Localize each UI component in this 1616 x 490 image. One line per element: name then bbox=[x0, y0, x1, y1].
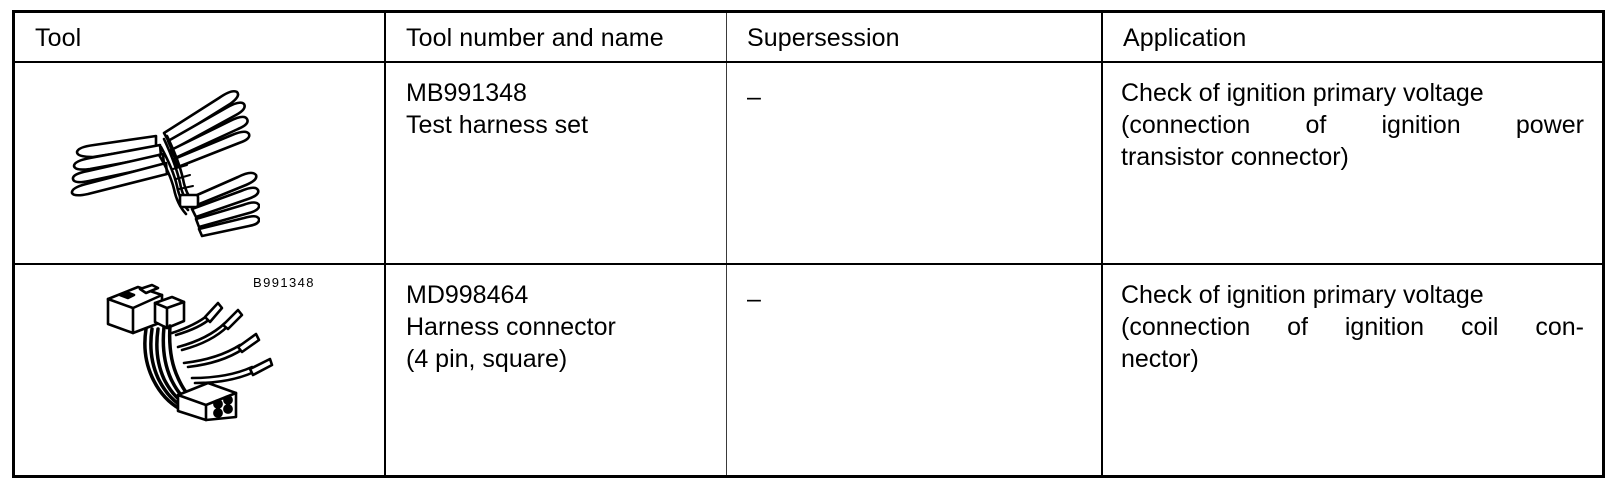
column-header-label: Tool bbox=[35, 24, 82, 52]
application-line: Check of ignition primary voltage bbox=[1121, 281, 1484, 309]
column-header-label: Tool number and name bbox=[406, 24, 664, 52]
tool-name: Harness connector bbox=[406, 313, 616, 341]
table-row: B991348 MB991348 Test harness set – Chec… bbox=[15, 63, 1602, 290]
table-header-row: Tool Tool number and name Supersession A… bbox=[15, 13, 1602, 63]
test-harness-set-illustration bbox=[70, 89, 260, 238]
application-line: transistor connector) bbox=[1121, 143, 1349, 171]
application-cell: Check of ignition primary voltage (conne… bbox=[1103, 63, 1600, 263]
tool-number-cell: MB991348 Test harness set bbox=[386, 63, 727, 263]
supersession-cell: – bbox=[727, 63, 1103, 263]
table-row: MD998464 Harness connector (4 pin, squar… bbox=[15, 265, 1602, 475]
harness-connector-illustration bbox=[106, 283, 274, 422]
tool-illustration-cell: B991348 bbox=[15, 63, 386, 290]
tool-number: MD998464 bbox=[406, 281, 529, 309]
column-header-label: Supersession bbox=[747, 24, 900, 52]
part-number-caption: B991348 bbox=[253, 275, 315, 290]
application-cell: Check of ignition primary voltage (conne… bbox=[1103, 265, 1600, 475]
header-cell-tool: Tool bbox=[15, 13, 386, 61]
tool-name: Test harness set bbox=[406, 111, 589, 139]
tool-illustration-cell bbox=[15, 265, 386, 475]
supersession-value: – bbox=[747, 83, 761, 111]
tool-number-cell: MD998464 Harness connector (4 pin, squar… bbox=[386, 265, 727, 475]
supersession-value: – bbox=[747, 285, 761, 313]
tool-detail: (4 pin, square) bbox=[406, 345, 568, 373]
supersession-cell: – bbox=[727, 265, 1103, 475]
application-line: nector) bbox=[1121, 345, 1199, 373]
header-cell-tool-number: Tool number and name bbox=[386, 13, 727, 61]
header-cell-application: Application bbox=[1103, 13, 1600, 61]
application-text: Check of ignition primary voltage (conne… bbox=[1103, 63, 1600, 173]
application-text: Check of ignition primary voltage (conne… bbox=[1103, 265, 1600, 375]
application-line: Check of ignition primary voltage bbox=[1121, 79, 1484, 107]
tool-number: MB991348 bbox=[406, 79, 527, 107]
column-header-label: Application bbox=[1123, 24, 1247, 52]
header-cell-supersession: Supersession bbox=[727, 13, 1103, 61]
special-tools-table: Tool Tool number and name Supersession A… bbox=[12, 10, 1605, 478]
